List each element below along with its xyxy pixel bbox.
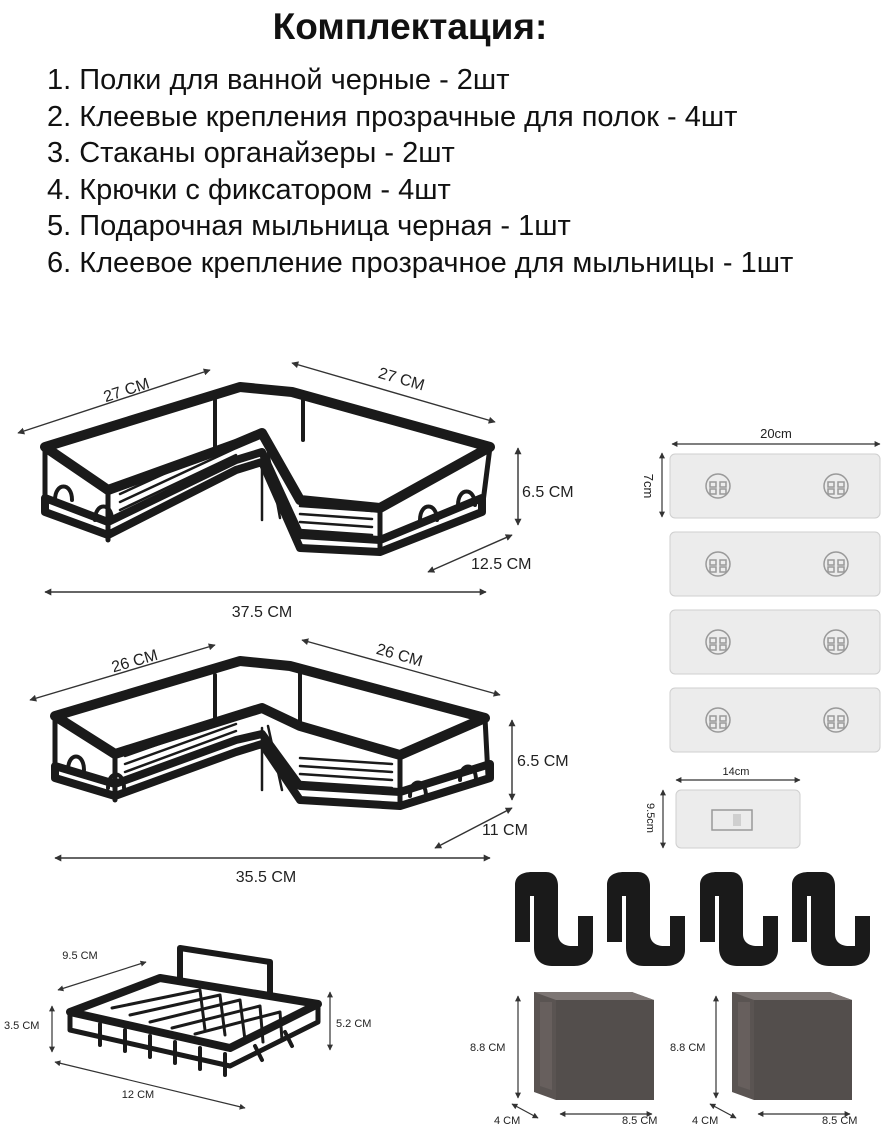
dim-soap-height-left: 3.5 CM (4, 1020, 39, 1032)
dim-large-width: 37.5 CM (232, 604, 292, 621)
dim-mount-height: 7cm (641, 474, 656, 499)
dim-cup-right-width: 8.5 CM (822, 1115, 857, 1127)
kit-item: 4. Крючки с фиксатором - 4шт (47, 173, 451, 206)
hook-with-lock (515, 872, 593, 966)
dim-mount-small-height: 9.5cm (644, 803, 656, 833)
kit-item: 2. Клеевые крепления прозрачные для поло… (47, 100, 738, 133)
dimension-lines-mount (659, 441, 881, 518)
page-title: Комплектация: (272, 6, 548, 47)
soap-dish (66, 945, 322, 1077)
kit-item: 3. Стаканы органайзеры - 2шт (47, 137, 455, 169)
dim-cup-right-height: 8.8 CM (670, 1042, 705, 1054)
dim-small-side-a: 26 CM (110, 647, 160, 676)
kit-item: 1. Полки для ванной черные - 2шт (47, 64, 510, 96)
dimension-lines-cup-right (709, 995, 851, 1119)
mount-hook-icon (705, 629, 849, 655)
dim-soap-height-right: 5.2 CM (336, 1018, 371, 1030)
organizer-cup (534, 992, 654, 1100)
kit-item: 6. Клеевое крепление прозрачное для мыль… (47, 246, 794, 279)
dimension-lines-small (29, 638, 516, 862)
mount-hook-icon (705, 551, 849, 577)
adhesive-mount (669, 531, 881, 597)
mount-hook-icon (705, 473, 849, 499)
dim-cup-left-depth: 4 CM (494, 1115, 520, 1127)
mount-hook-icon (705, 707, 849, 733)
hook-with-lock (607, 872, 685, 966)
dim-small-width: 35.5 CM (236, 869, 296, 886)
dim-large-side-a: 27 CM (102, 375, 152, 406)
dim-cup-right-depth: 4 CM (692, 1115, 718, 1127)
adhesive-mount-small (675, 789, 801, 849)
adhesive-mount (669, 687, 881, 753)
dim-small-side-b: 26 CM (374, 641, 424, 670)
dim-mount-width: 20cm (760, 426, 792, 441)
hook-with-lock (792, 872, 870, 966)
dimension-lines-large (17, 361, 522, 596)
adhesive-mount (669, 453, 881, 519)
adhesive-mount (669, 609, 881, 675)
dimension-lines-mount-small (660, 777, 801, 849)
dim-large-height: 6.5 CM (522, 484, 574, 501)
dim-soap-depth: 9.5 CM (62, 950, 97, 962)
dim-mount-small-width: 14cm (723, 766, 750, 778)
organizer-cup (732, 992, 852, 1100)
dim-cup-left-height: 8.8 CM (470, 1042, 505, 1054)
dim-small-depth: 11 CM (482, 822, 528, 839)
hook-with-lock (700, 872, 778, 966)
dim-large-depth: 12.5 CM (471, 556, 531, 573)
dim-soap-width: 12 CM (122, 1089, 154, 1101)
corner-shelf-large (40, 382, 495, 556)
dimension-lines-cup-left (511, 995, 653, 1119)
corner-shelf-small (50, 656, 494, 810)
dimension-lines-soap (49, 960, 333, 1110)
dim-small-height: 6.5 CM (517, 753, 569, 770)
kit-list: 1. Полки для ванной черные - 2шт 2. Клее… (47, 62, 793, 281)
dim-cup-left-width: 8.5 CM (622, 1115, 657, 1127)
kit-item: 5. Подарочная мыльница черная - 1шт (47, 210, 571, 242)
